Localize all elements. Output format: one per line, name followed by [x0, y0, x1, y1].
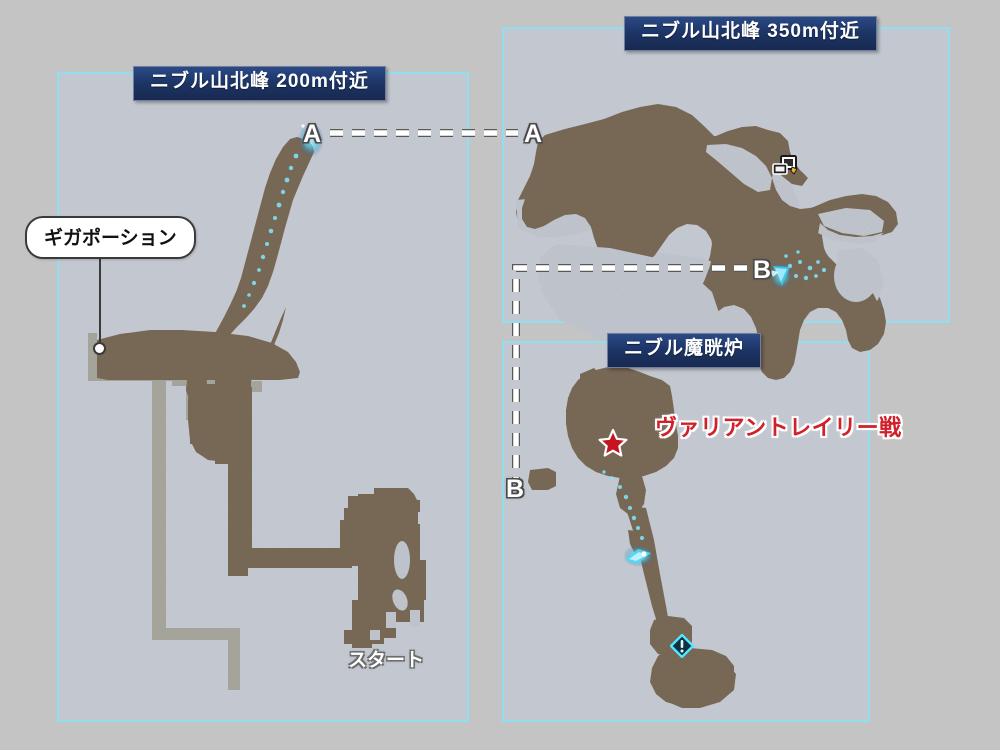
- map-panel-nibel-200m: [57, 72, 469, 722]
- connector-node-a-right[interactable]: A: [524, 120, 543, 148]
- connector-node-b-right[interactable]: B: [753, 256, 772, 284]
- callout-leader-line: [99, 254, 101, 348]
- connector-node-b-left[interactable]: B: [506, 475, 525, 503]
- map-panel-nibel-350m: [502, 27, 950, 323]
- objective-exclamation-icon[interactable]: [670, 634, 694, 658]
- connector-node-a-left[interactable]: A: [303, 120, 322, 148]
- callout-giga-potion[interactable]: ギガポーション: [25, 216, 196, 259]
- callout-anchor-dot: [93, 342, 106, 355]
- panel-title-nibel-reactor: ニブル魔晄炉: [607, 333, 762, 368]
- boss-star-icon: [598, 428, 628, 457]
- boss-battle-label: ヴァリアントレイリー戦: [655, 415, 902, 440]
- save-point-icon[interactable]: [772, 155, 798, 177]
- map-panel-nibel-reactor: [502, 341, 870, 722]
- start-point-label: スタート: [348, 650, 425, 671]
- panel-title-nibel-350m: ニブル山北峰 350m付近: [624, 16, 877, 51]
- panel-title-nibel-200m: ニブル山北峰 200m付近: [133, 66, 386, 101]
